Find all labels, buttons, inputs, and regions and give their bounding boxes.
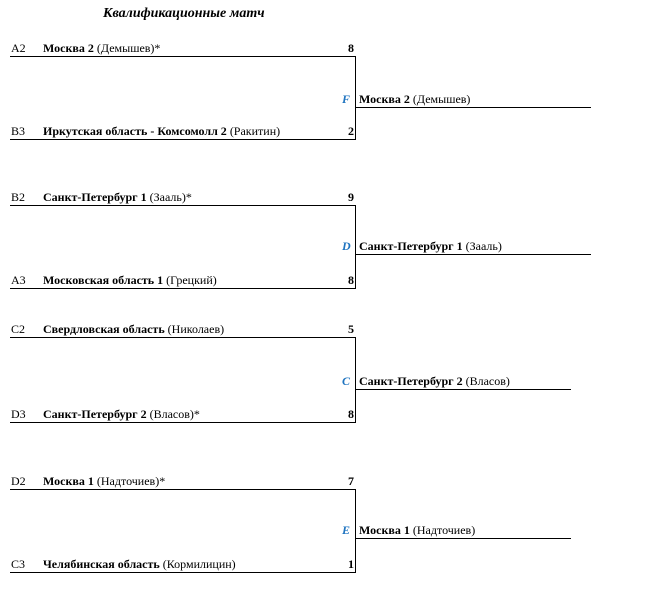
bracket-line — [10, 288, 356, 289]
team-score: 8 — [348, 273, 354, 287]
team-title: Москва 2 — [43, 41, 94, 55]
winner-name: Москва 2 (Демышев) — [359, 92, 470, 107]
team-score: 2 — [348, 124, 354, 138]
bracket-line — [10, 422, 356, 423]
team-name: Санкт-Петербург 2 (Власов)* — [43, 407, 200, 422]
team-title: Московская область 1 — [43, 273, 164, 287]
team-player: (Демышев)* — [96, 41, 161, 55]
team-title: Иркутская область - Комсомолл 2 — [43, 124, 227, 138]
bracket-line — [10, 56, 356, 57]
team-title: Санкт-Петербург 1 — [43, 190, 147, 204]
bracket-connector — [355, 489, 356, 572]
seed-label: D3 — [11, 407, 26, 421]
bracket-connector — [355, 337, 356, 422]
bracket-line — [10, 205, 356, 206]
match-code: E — [342, 523, 351, 537]
winner-line — [356, 254, 591, 255]
winner-line — [356, 389, 571, 390]
team-name: Челябинская область (Кормилицин) — [43, 557, 236, 572]
winner-line — [356, 107, 591, 108]
team-name: Иркутская область - Комсомолл 2 (Ракитин… — [43, 124, 280, 139]
team-player: (Кормилицин) — [162, 557, 236, 571]
bracket-line — [10, 337, 356, 338]
team-player: (Грецкий) — [166, 273, 217, 287]
team-title: Свердловская область — [43, 322, 165, 336]
team-score: 8 — [348, 407, 354, 421]
team-player: (Надточиев)* — [96, 474, 166, 488]
team-name: Московская область 1 (Грецкий) — [43, 273, 217, 288]
team-score: 8 — [348, 41, 354, 55]
seed-label: A2 — [11, 41, 26, 55]
team-player: (Николаев) — [167, 322, 225, 336]
winner-name: Санкт-Петербург 1 (Зааль) — [359, 239, 502, 254]
winner-player: (Надточиев) — [412, 523, 476, 537]
team-score: 9 — [348, 190, 354, 204]
seed-label: A3 — [11, 273, 26, 287]
team-player: (Зааль)* — [149, 190, 192, 204]
team-score: 5 — [348, 322, 354, 336]
team-name: Москва 1 (Надточиев)* — [43, 474, 165, 489]
winner-title: Москва 2 — [359, 92, 410, 106]
winner-name: Санкт-Петербург 2 (Власов) — [359, 374, 510, 389]
winner-title: Москва 1 — [359, 523, 410, 537]
match-code: F — [342, 92, 351, 106]
team-title: Санкт-Петербург 2 — [43, 407, 147, 421]
page-title: Квалификационные матч — [103, 6, 265, 21]
winner-title: Санкт-Петербург 1 — [359, 239, 463, 253]
seed-label: D2 — [11, 474, 26, 488]
team-name: Санкт-Петербург 1 (Зааль)* — [43, 190, 192, 205]
team-score: 7 — [348, 474, 354, 488]
bracket-line — [10, 572, 356, 573]
bracket-line — [10, 489, 356, 490]
bracket-connector — [355, 56, 356, 139]
seed-label: C2 — [11, 322, 26, 336]
winner-title: Санкт-Петербург 2 — [359, 374, 463, 388]
match-code: D — [342, 239, 351, 253]
match-code: C — [342, 374, 351, 388]
team-name: Москва 2 (Демышев)* — [43, 41, 160, 56]
team-score: 1 — [348, 557, 354, 571]
winner-player: (Зааль) — [465, 239, 502, 253]
bracket-line — [10, 139, 356, 140]
team-player: (Власов)* — [149, 407, 200, 421]
winner-name: Москва 1 (Надточиев) — [359, 523, 475, 538]
winner-player: (Власов) — [465, 374, 510, 388]
team-title: Москва 1 — [43, 474, 94, 488]
team-title: Челябинская область — [43, 557, 160, 571]
team-player: (Ракитин) — [229, 124, 281, 138]
team-name: Свердловская область (Николаев) — [43, 322, 224, 337]
seed-label: B2 — [11, 190, 26, 204]
winner-player: (Демышев) — [412, 92, 471, 106]
winner-line — [356, 538, 571, 539]
seed-label: C3 — [11, 557, 26, 571]
seed-label: B3 — [11, 124, 26, 138]
bracket-connector — [355, 205, 356, 288]
